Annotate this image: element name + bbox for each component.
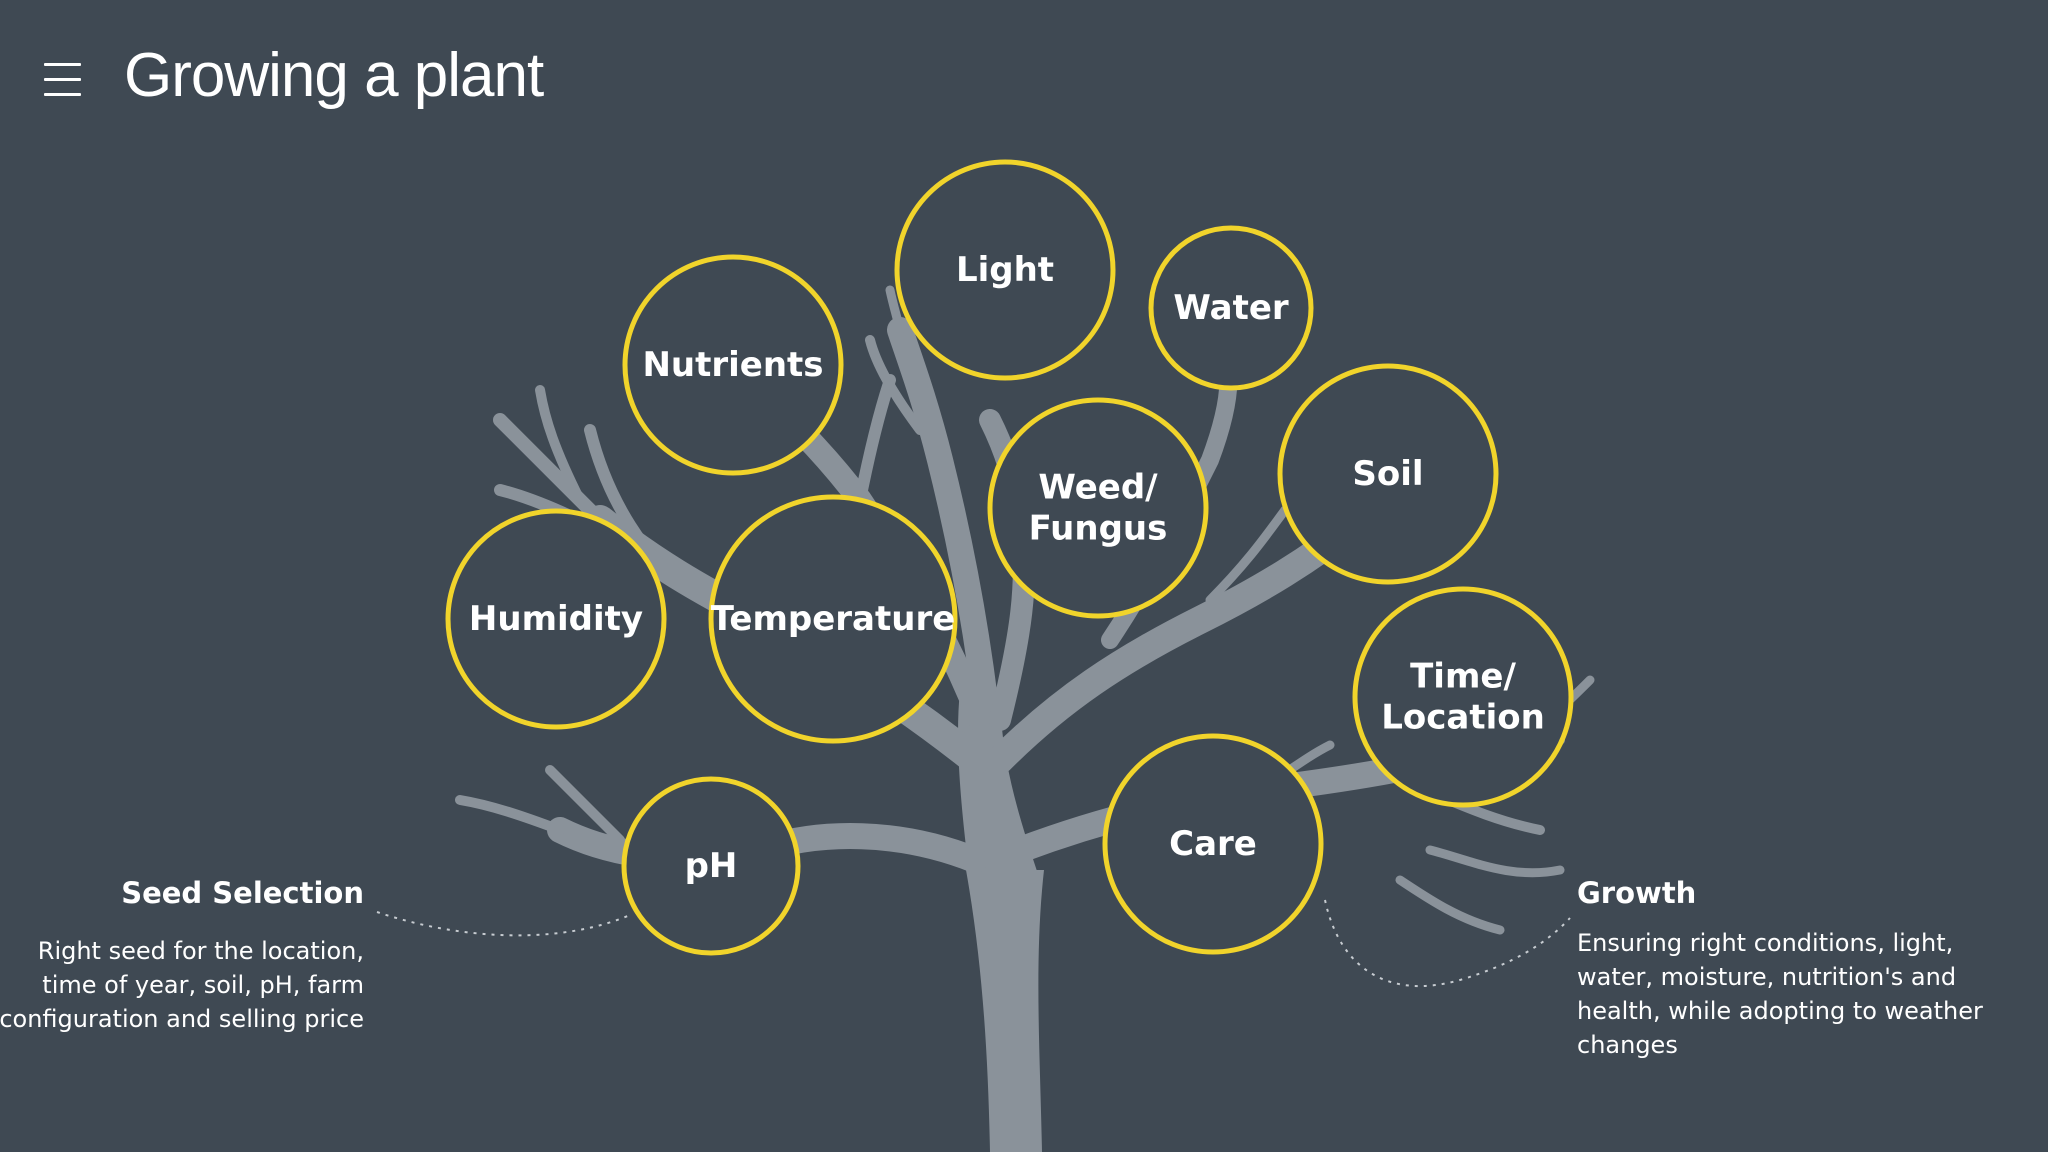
page-title: Growing a plant [124, 41, 544, 110]
factor-label: Humidity [469, 599, 643, 639]
factor-circle-shape [622, 254, 844, 476]
tree-branch [455, 795, 565, 835]
tree-branch [854, 374, 896, 506]
factor-label: Care [1169, 824, 1257, 864]
factor-label: Soil [1352, 454, 1423, 494]
factor-circle-time-location: Time/Location [1352, 586, 1574, 808]
hamburger-menu-icon[interactable] [40, 58, 86, 104]
factor-label: Fungus [1029, 508, 1168, 548]
factor-circle-water: Water [1148, 225, 1314, 391]
growth-heading: Growth [1577, 876, 1697, 910]
factor-label: Nutrients [642, 345, 823, 385]
factor-circle-shape [1277, 363, 1499, 585]
factor-circle-shape [1352, 586, 1574, 808]
tree-branch [493, 413, 607, 527]
tree-branch [545, 765, 625, 845]
tree-trunk-upper [958, 690, 1040, 880]
growth-connector [1324, 899, 1571, 988]
factor-label: Water [1173, 288, 1289, 328]
tree-branch [535, 385, 585, 505]
factor-circle-temperature: Temperature [708, 494, 958, 744]
factor-circle-shape [445, 508, 667, 730]
factor-circle-nutrients: Nutrients [622, 254, 844, 476]
growth-body: Ensuring right conditions, light, water,… [1577, 929, 1983, 1059]
factor-label: pH [685, 846, 738, 886]
factor-circle-soil: Soil [1277, 363, 1499, 585]
factor-circle-care: Care [1102, 733, 1324, 955]
factor-circle-light: Light [894, 159, 1116, 381]
factor-label: Temperature [711, 599, 956, 639]
factor-circle-ph: pH [621, 776, 801, 956]
factor-label: Time/ [1410, 657, 1516, 697]
factor-label: Weed/ [1038, 468, 1158, 508]
factor-circle-shape [1148, 225, 1314, 391]
tree-limb-center [887, 317, 998, 713]
factor-circle-shape [1102, 733, 1324, 955]
factor-label: Light [956, 250, 1054, 290]
tree-branch [1425, 845, 1565, 878]
factor-circle-shape [894, 159, 1116, 381]
tree-branch [1205, 505, 1290, 605]
factor-circle-shape [621, 776, 801, 956]
factor-circle-shape [708, 494, 958, 744]
factor-label: Location [1381, 697, 1545, 737]
factor-circle-shape [987, 397, 1209, 619]
tree-branch [584, 424, 666, 571]
tree-trunk [966, 870, 1044, 1152]
tree-branch [865, 335, 925, 435]
tree-branch [1395, 875, 1505, 935]
seed-selection-body: Right seed for the location, time of yea… [0, 937, 364, 1033]
factor-circle-weed-fungus: Weed/Fungus [987, 397, 1209, 619]
seed-selection-heading: Seed Selection [121, 876, 364, 910]
tree-branch [885, 285, 905, 335]
seed-selection-connector [376, 911, 631, 937]
factor-circle-humidity: Humidity [445, 508, 667, 730]
